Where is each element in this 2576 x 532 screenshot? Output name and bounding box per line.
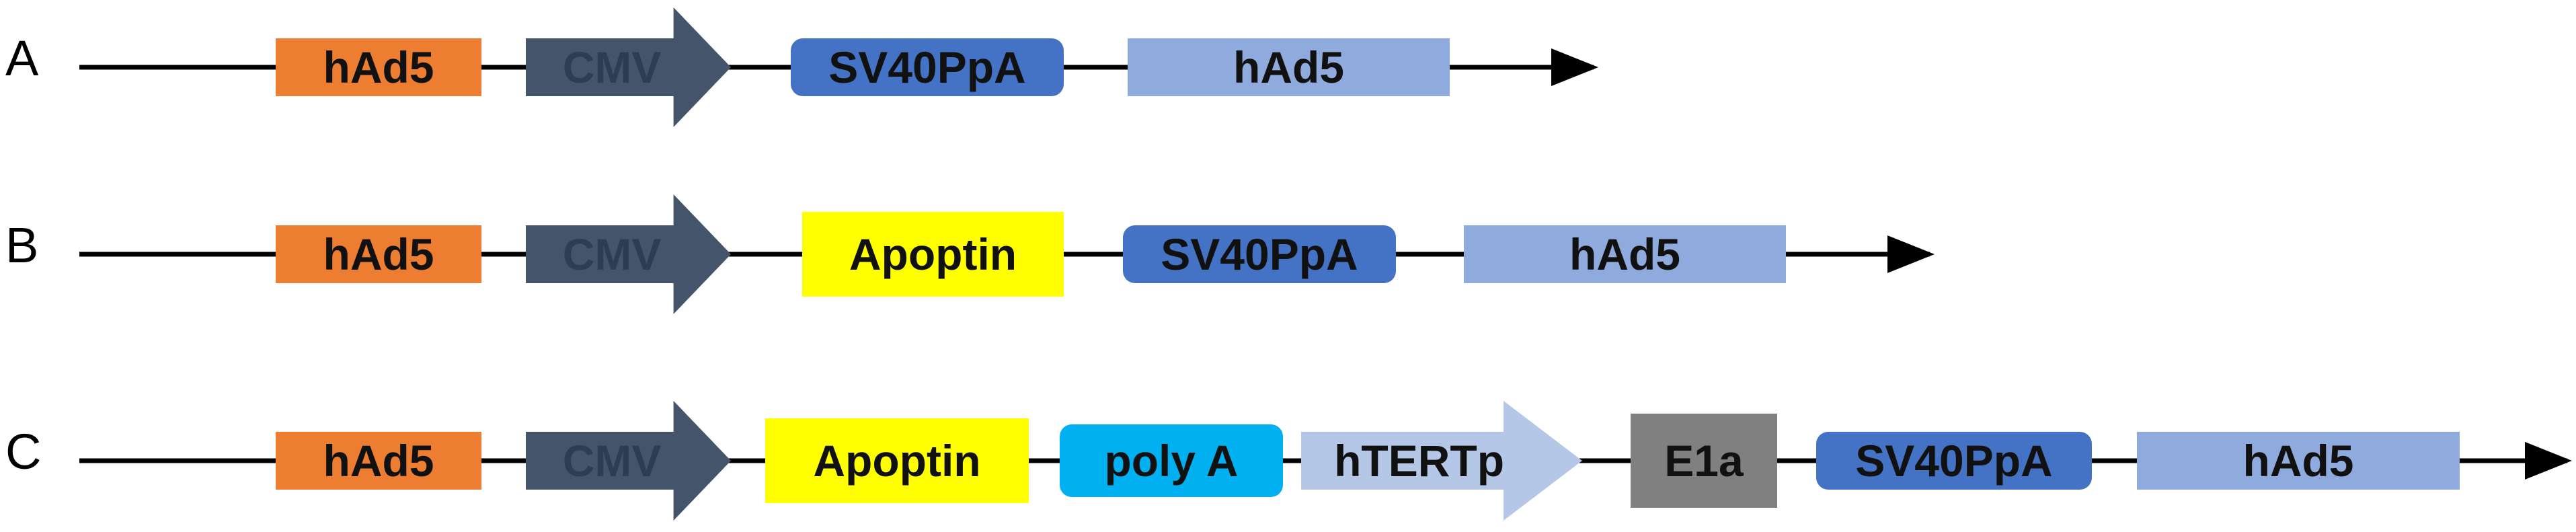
construct-label-b: B: [5, 217, 38, 273]
element-shape-cmv: [526, 7, 731, 127]
construct-label-c: C: [5, 424, 41, 480]
element-had5: hAd5: [2137, 432, 2460, 490]
element-shape-had5: [276, 225, 481, 283]
construct-c-elements: hAd5 CMV Apoptin poly A hTERTp E1a SV40PpA hAd5: [276, 401, 2460, 521]
element-had5: hAd5: [1128, 38, 1450, 96]
element-had5: hAd5: [276, 38, 481, 96]
element-label-sv40ppa: SV40PpA: [1855, 436, 2052, 486]
element-shape-had5: [276, 432, 481, 490]
element-cmv: CMV: [526, 401, 731, 521]
element-label-apoptin: Apoptin: [849, 229, 1017, 279]
construct-b: B hAd5 CMV Apoptin SV40PpA hAd5: [5, 194, 1935, 314]
element-label-cmv: CMV: [563, 229, 662, 279]
element-label-sv40ppa: SV40PpA: [828, 42, 1025, 92]
element-label-cmv: CMV: [563, 42, 662, 92]
element-had5: hAd5: [276, 225, 481, 283]
element-shape-e1a: [1631, 414, 1777, 508]
construct-a: A hAd5 CMV SV40PpA hAd5: [5, 7, 1598, 127]
element-had5: hAd5: [1464, 225, 1786, 283]
element-cmv: CMV: [526, 194, 731, 314]
element-apoptin: Apoptin: [765, 418, 1029, 503]
element-label-had5: hAd5: [1233, 42, 1344, 92]
element-htertp: hTERTp: [1301, 401, 1582, 521]
element-label-had5: hAd5: [323, 229, 434, 279]
element-label-had5: hAd5: [2243, 436, 2354, 486]
element-label-had5: hAd5: [323, 436, 434, 486]
element-label-sv40ppa: SV40PpA: [1161, 229, 1358, 279]
element-cmv: CMV: [526, 7, 731, 127]
element-shape-had5: [1464, 225, 1786, 283]
element-label-had5: hAd5: [1569, 229, 1680, 279]
element-shape-sv40ppa: [791, 38, 1064, 96]
construct-label-a: A: [5, 30, 39, 86]
element-shape-sv40ppa: [1123, 225, 1396, 283]
element-label-poly-a: poly A: [1104, 436, 1238, 486]
element-label-htertp: hTERTp: [1334, 436, 1504, 486]
element-shape-had5: [1128, 38, 1450, 96]
element-shape-htertp: [1301, 401, 1582, 521]
element-label-e1a: E1a: [1664, 436, 1744, 486]
element-shape-poly-a: [1060, 424, 1283, 497]
element-e1a: E1a: [1631, 414, 1777, 508]
element-sv40ppa: SV40PpA: [791, 38, 1064, 96]
element-label-had5: hAd5: [323, 42, 434, 92]
element-apoptin: Apoptin: [802, 212, 1064, 297]
element-shape-cmv: [526, 194, 731, 314]
construct-b-elements: hAd5 CMV Apoptin SV40PpA hAd5: [276, 194, 1786, 314]
element-poly-a: poly A: [1060, 424, 1283, 497]
element-shape-sv40ppa: [1816, 432, 2092, 490]
element-had5: hAd5: [276, 432, 481, 490]
element-label-cmv: CMV: [563, 436, 662, 486]
element-sv40ppa: SV40PpA: [1816, 432, 2092, 490]
construct-a-elements: hAd5 CMV SV40PpA hAd5: [276, 7, 1450, 127]
element-shape-had5: [276, 38, 481, 96]
element-shape-apoptin: [802, 212, 1064, 297]
element-shape-apoptin: [765, 418, 1029, 503]
element-sv40ppa: SV40PpA: [1123, 225, 1396, 283]
element-label-apoptin: Apoptin: [813, 436, 980, 486]
element-shape-cmv: [526, 401, 731, 521]
element-shape-had5: [2137, 432, 2460, 490]
